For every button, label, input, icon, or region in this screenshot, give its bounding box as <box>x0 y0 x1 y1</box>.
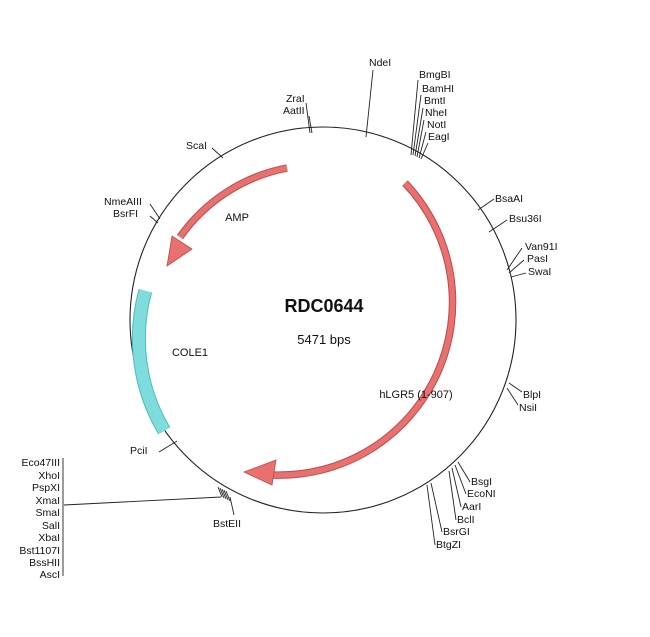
svg-text:Bsu36I: Bsu36I <box>509 213 542 225</box>
svg-text:BmgBI: BmgBI <box>419 69 451 81</box>
svg-text:BsaAI: BsaAI <box>495 193 523 205</box>
svg-text:Eco47III: Eco47III <box>21 457 60 469</box>
cole1-label: COLE1 <box>172 347 208 359</box>
site-group-top-right: BmgBI BamHI BmtI NheI NotI EagI <box>410 69 454 160</box>
site-bsu36i: Bsu36I <box>488 213 542 233</box>
site-ndei: NdeI <box>365 57 391 138</box>
svg-text:Van91I: Van91I <box>525 241 558 253</box>
hlgr5-label: hLGR5 (1-907) <box>379 389 452 401</box>
svg-text:BmtI: BmtI <box>424 95 446 107</box>
svg-text:PciI: PciI <box>130 445 148 457</box>
site-group-left: NmeAIII BsrFI <box>104 196 161 224</box>
svg-text:NmeAIII: NmeAIII <box>104 196 142 208</box>
site-group-right-mid: BlpI NsiI <box>506 382 541 414</box>
site-scai: ScaI <box>186 140 224 159</box>
svg-text:Bst1107I: Bst1107I <box>19 545 60 557</box>
plasmid-backbone <box>129 126 517 514</box>
site-group-top-left: ZraI AatII <box>283 93 313 134</box>
plasmid-name: RDC0644 <box>284 296 363 316</box>
site-group-bottom-right: BsgI EcoNI AarI BclI BsrGI BtgZI <box>426 461 496 551</box>
site-bsteii: BstEII <box>213 496 241 530</box>
svg-text:NdeI: NdeI <box>369 57 391 69</box>
svg-text:NotI: NotI <box>427 119 446 131</box>
svg-text:BstEII: BstEII <box>213 518 241 530</box>
svg-text:XbaI: XbaI <box>38 532 60 544</box>
site-group-right: Van91I PasI SwaI <box>506 241 558 278</box>
svg-text:SwaI: SwaI <box>528 266 551 278</box>
svg-text:EagI: EagI <box>428 131 450 143</box>
svg-text:BamHI: BamHI <box>422 83 454 95</box>
svg-text:AarI: AarI <box>462 501 481 513</box>
hlgr5-feature-arrow <box>242 180 457 486</box>
svg-text:EcoNI: EcoNI <box>467 488 496 500</box>
svg-text:BclI: BclI <box>457 514 475 526</box>
svg-text:BsrGI: BsrGI <box>443 526 470 538</box>
svg-text:ScaI: ScaI <box>186 140 207 152</box>
svg-text:SalI: SalI <box>42 520 60 532</box>
svg-text:BtgZI: BtgZI <box>436 539 461 551</box>
svg-text:AscI: AscI <box>40 569 60 581</box>
svg-text:NsiI: NsiI <box>519 402 537 414</box>
cole1-feature-fill <box>132 289 170 434</box>
svg-text:ZraI: ZraI <box>286 93 305 105</box>
svg-text:BlpI: BlpI <box>523 389 541 401</box>
svg-text:XmaI: XmaI <box>35 495 60 507</box>
svg-text:SmaI: SmaI <box>35 507 60 519</box>
amp-label: AMP <box>225 212 249 224</box>
svg-text:BsrFI: BsrFI <box>113 208 138 220</box>
svg-text:BssHII: BssHII <box>29 557 60 569</box>
amp-feature-arrow <box>166 164 288 267</box>
site-bsaai: BsaAI <box>477 193 523 211</box>
svg-text:PspXI: PspXI <box>32 482 60 494</box>
svg-text:XhoI: XhoI <box>38 470 60 482</box>
svg-text:NheI: NheI <box>425 107 447 119</box>
svg-text:BsgI: BsgI <box>471 476 492 488</box>
svg-text:AatII: AatII <box>283 105 305 117</box>
site-cluster-ticks <box>217 486 231 502</box>
svg-text:PasI: PasI <box>527 253 548 265</box>
plasmid-size: 5471 bps <box>297 332 351 347</box>
site-pcii: PciI <box>130 440 178 457</box>
site-group-bottom-left: Eco47III XhoI PspXI XmaI SmaI SalI XbaI … <box>19 457 222 581</box>
